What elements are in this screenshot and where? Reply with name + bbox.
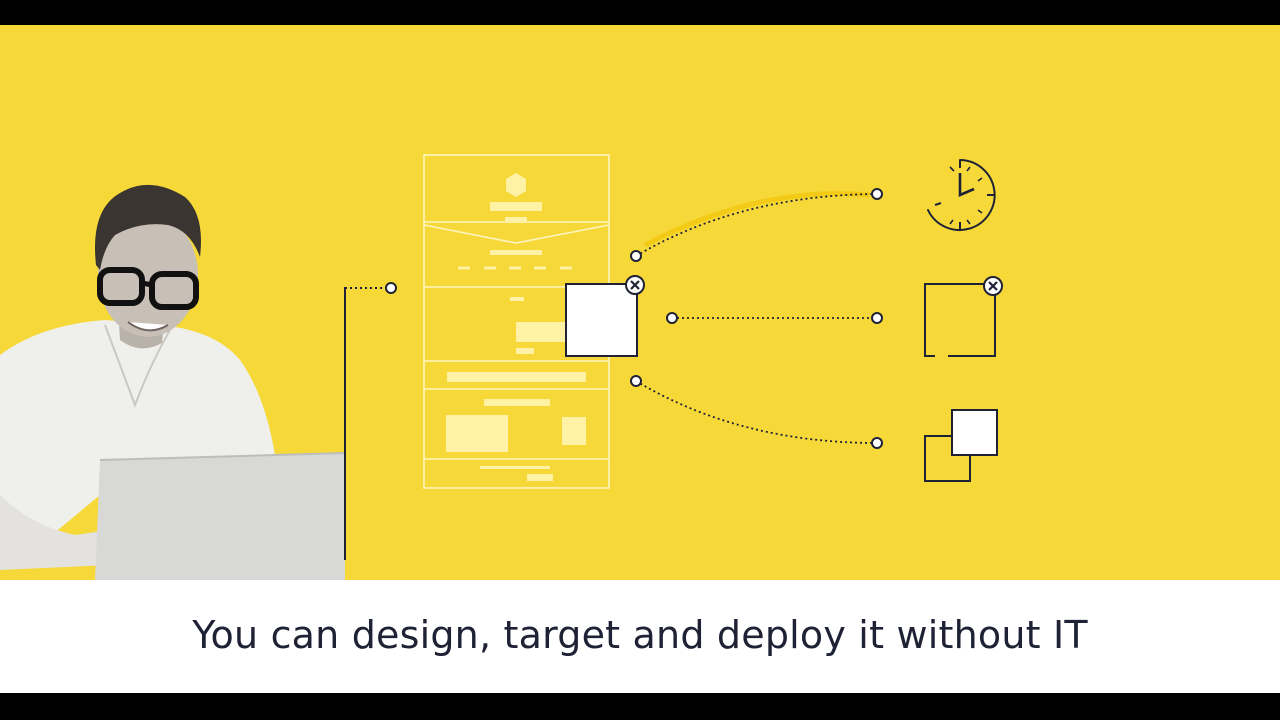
close-icon bbox=[983, 276, 1003, 296]
person-with-laptop bbox=[0, 184, 346, 580]
close-icon bbox=[625, 275, 645, 295]
letterbox-top bbox=[0, 0, 1280, 25]
caption-band bbox=[0, 580, 1280, 693]
webpage-wireframe bbox=[423, 154, 610, 489]
clock-icon bbox=[927, 159, 996, 231]
letterbox-bottom bbox=[0, 693, 1280, 720]
hero-panel bbox=[0, 25, 1280, 580]
layers-icon bbox=[924, 409, 998, 482]
caption-text: You can design, target and deploy it wit… bbox=[192, 613, 1088, 657]
hero-illustration bbox=[0, 154, 1003, 580]
popup-box bbox=[565, 283, 638, 357]
square-icon bbox=[924, 276, 1003, 357]
